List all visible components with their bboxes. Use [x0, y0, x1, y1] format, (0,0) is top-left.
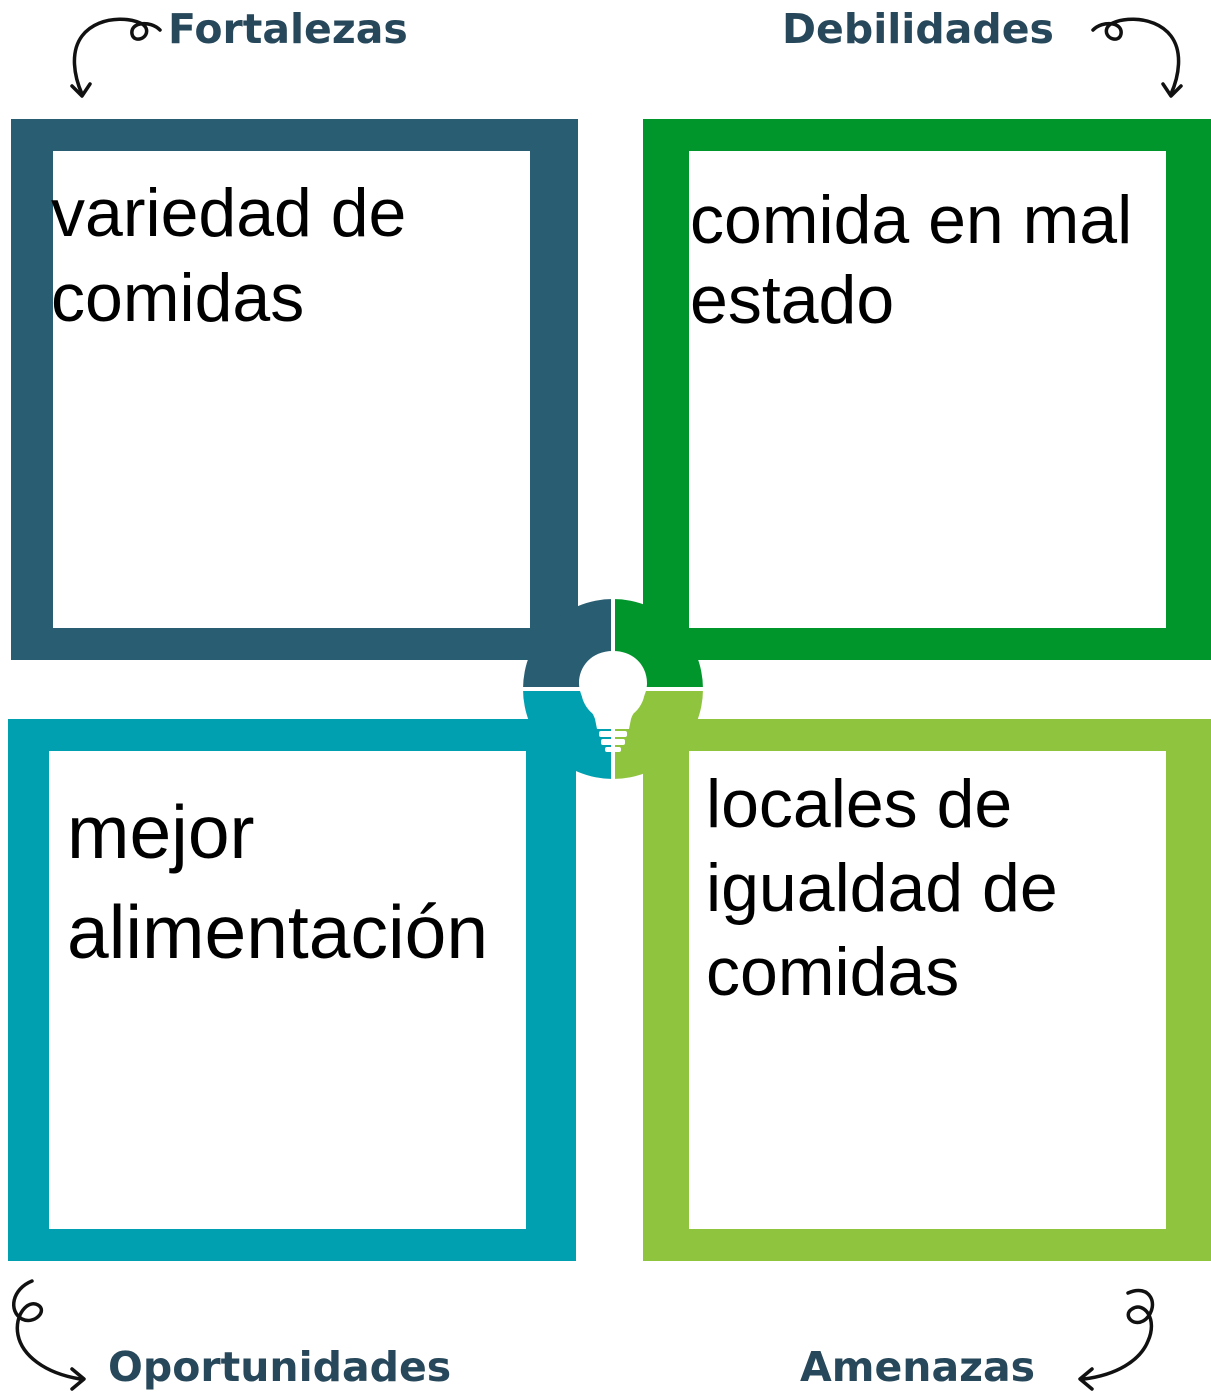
lightbulb-icon	[579, 651, 647, 752]
strengths-text-line: comidas	[51, 260, 305, 336]
strengths-text-line: variedad de	[51, 175, 407, 251]
curly-arrow-icon	[1078, 1288, 1155, 1391]
threats-text: locales de igualdad de comidas	[706, 762, 1058, 1014]
opportunities-heading: Oportunidades	[108, 1343, 452, 1391]
opportunities-text: mejor alimentación	[67, 782, 488, 982]
weaknesses-box	[643, 119, 1211, 660]
weaknesses-text-line: estado	[690, 262, 895, 338]
strengths-heading: Fortalezas	[168, 5, 408, 53]
threats-text-line: igualdad de	[706, 850, 1058, 926]
opportunities-text-line: mejor	[67, 790, 255, 874]
opportunities-text-line: alimentación	[67, 890, 489, 974]
threats-box	[643, 719, 1211, 1261]
threats-heading: Amenazas	[800, 1343, 1036, 1391]
curly-arrow-icon	[70, 17, 162, 98]
weaknesses-text-line: comida en mal	[690, 182, 1133, 258]
strengths-text: variedad de comidas	[51, 171, 406, 341]
threats-text-line: locales de	[706, 766, 1013, 842]
curly-arrow-icon	[11, 1279, 86, 1391]
weaknesses-heading: Debilidades	[782, 5, 1054, 53]
strengths-box	[11, 119, 578, 660]
curly-arrow-icon	[1091, 17, 1183, 98]
threats-text-line: comidas	[706, 934, 960, 1010]
weaknesses-text: comida en mal estado	[690, 180, 1132, 340]
opportunities-box	[8, 719, 576, 1261]
